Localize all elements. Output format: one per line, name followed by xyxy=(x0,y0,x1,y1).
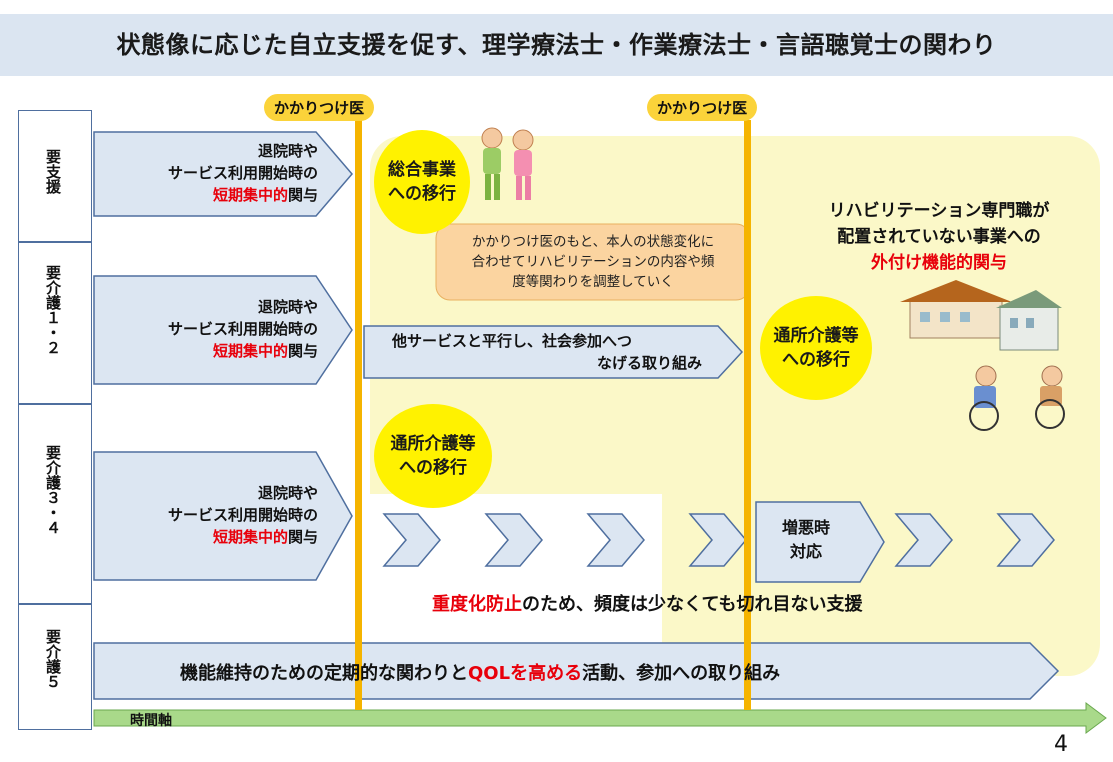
stage-cell-care-3-4: 要介護３・４ xyxy=(18,404,92,604)
bottom-post: 活動、参加への取り組み xyxy=(582,663,781,684)
bubble-line: 通所介護等 xyxy=(773,326,859,346)
bottom-arrow-text: 機能維持のための定期的な関わりとQOLを高める活動、参加への取り組み xyxy=(180,659,980,685)
elderly-couple-illustration xyxy=(481,127,534,200)
short-term-arrow-2 xyxy=(93,275,353,385)
row-line2: サービス利用開始時の xyxy=(167,506,318,524)
doctor-timeline-line-1 xyxy=(355,120,362,710)
doctor-label-2: かかりつけ医 xyxy=(647,94,758,121)
short-term-arrow-1 xyxy=(93,131,353,217)
stage-label: 要介護１・２ xyxy=(44,265,62,355)
bubble-general-project: 総合事業への移行 xyxy=(374,130,470,234)
row-text-care-3-4: 退院時や サービス利用開始時の 短期集中的関与 xyxy=(104,482,318,548)
parallel-text: 他サービスと平行し、社会参加へつ なげる取り組み xyxy=(372,330,712,374)
bubble-day-service-2: 通所介護等への移行 xyxy=(374,404,492,508)
buildings-illustration xyxy=(900,280,1062,351)
note-line: かかりつけ医のもと、本人の状態変化に xyxy=(471,234,715,250)
stage-cell-care-5: 要介護５ xyxy=(18,604,92,730)
bubble-line: への移行 xyxy=(388,184,456,204)
rehab-text: リハビリテーション専門職が 配置されていない事業への 外付け機能的関与 xyxy=(790,198,1088,276)
prevention-rest: のため、頻度は少なくても切れ目ない支援 xyxy=(522,594,863,615)
stage-cell-care-1-2: 要介護１・２ xyxy=(18,242,92,404)
parallel-arrow xyxy=(363,325,744,379)
row-line3: 短期集中的関与 xyxy=(104,340,318,362)
worsening-line: 増悪時 xyxy=(781,518,830,537)
prevention-text: 重度化防止のため、頻度は少なくても切れ目ない支援 xyxy=(432,590,992,616)
row-suffix: 関与 xyxy=(287,186,318,204)
stage-label: 要介護５ xyxy=(44,629,62,689)
stage-label: 要支援 xyxy=(44,149,62,194)
row-suffix: 関与 xyxy=(287,528,318,546)
bubble-line: 通所介護等 xyxy=(390,434,476,454)
bottom-pre: 機能維持のための定期的な関わりと xyxy=(180,663,468,684)
parallel-line: 他サービスと平行し、社会参加へつ xyxy=(392,332,633,350)
parallel-line: なげる取り組み xyxy=(596,354,702,372)
bubble-line: への移行 xyxy=(782,350,850,370)
timeline-label: 時間軸 xyxy=(130,713,172,729)
rehab-line: リハビリテーション専門職が xyxy=(828,201,1050,221)
worsening-arrow xyxy=(755,501,885,583)
row-line3: 短期集中的関与 xyxy=(104,184,318,206)
note-line: 度等関わりを調整していく xyxy=(512,274,674,290)
row-text-support: 退院時や サービス利用開始時の 短期集中的関与 xyxy=(104,140,318,206)
doctor-label-1: かかりつけ医 xyxy=(264,94,375,121)
row-red-text: 短期集中的 xyxy=(212,186,288,204)
wheelchair-illustration xyxy=(969,365,1065,431)
prevention-red: 重度化防止 xyxy=(432,594,522,615)
row-line2: サービス利用開始時の xyxy=(167,320,318,338)
chevron-6 xyxy=(996,513,1055,567)
bottom-long-arrow xyxy=(93,642,1060,700)
bubble-day-service-1: 通所介護等への移行 xyxy=(760,296,872,400)
bubble-line: 総合事業 xyxy=(388,160,456,180)
chevron-2 xyxy=(484,513,543,567)
bubble-line: への移行 xyxy=(399,458,467,478)
row-suffix: 関与 xyxy=(287,342,318,360)
doctor-timeline-line-2 xyxy=(744,120,751,710)
row-line2: サービス利用開始時の xyxy=(167,164,318,182)
rehab-line: 配置されていない事業への xyxy=(837,227,1041,247)
short-term-arrow-3 xyxy=(93,451,353,581)
row-line3: 短期集中的関与 xyxy=(104,526,318,548)
worsening-text: 増悪時 対応 xyxy=(760,516,852,564)
chevron-1 xyxy=(382,513,441,567)
chevron-3 xyxy=(586,513,645,567)
title-bar xyxy=(0,14,1113,76)
bottom-red: QOLを高める xyxy=(468,663,583,684)
page-number: 4 xyxy=(1054,732,1068,757)
note-text: かかりつけ医のもと、本人の状態変化に 合わせてリハビリテーションの内容や頻 度等… xyxy=(440,232,746,292)
row-line1: 退院時や xyxy=(257,484,318,502)
row-line1: 退院時や xyxy=(257,298,318,316)
chevron-5 xyxy=(894,513,953,567)
note-line: 合わせてリハビリテーションの内容や頻 xyxy=(471,254,715,270)
row-text-care-1-2: 退院時や サービス利用開始時の 短期集中的関与 xyxy=(104,296,318,362)
rehab-red-line: 外付け機能的関与 xyxy=(871,253,1007,273)
page-title: 状態像に応じた自立支援を促す、理学療法士・作業療法士・言語聴覚士の関わり xyxy=(116,31,997,59)
worsening-line: 対応 xyxy=(789,542,822,561)
row-red-text: 短期集中的 xyxy=(212,528,288,546)
chevron-4 xyxy=(688,513,747,567)
row-red-text: 短期集中的 xyxy=(212,342,288,360)
stage-cell-support: 要支援 xyxy=(18,110,92,242)
row-line1: 退院時や xyxy=(257,142,318,160)
timeline-arrow xyxy=(93,702,1107,734)
stage-label: 要介護３・４ xyxy=(44,445,62,535)
